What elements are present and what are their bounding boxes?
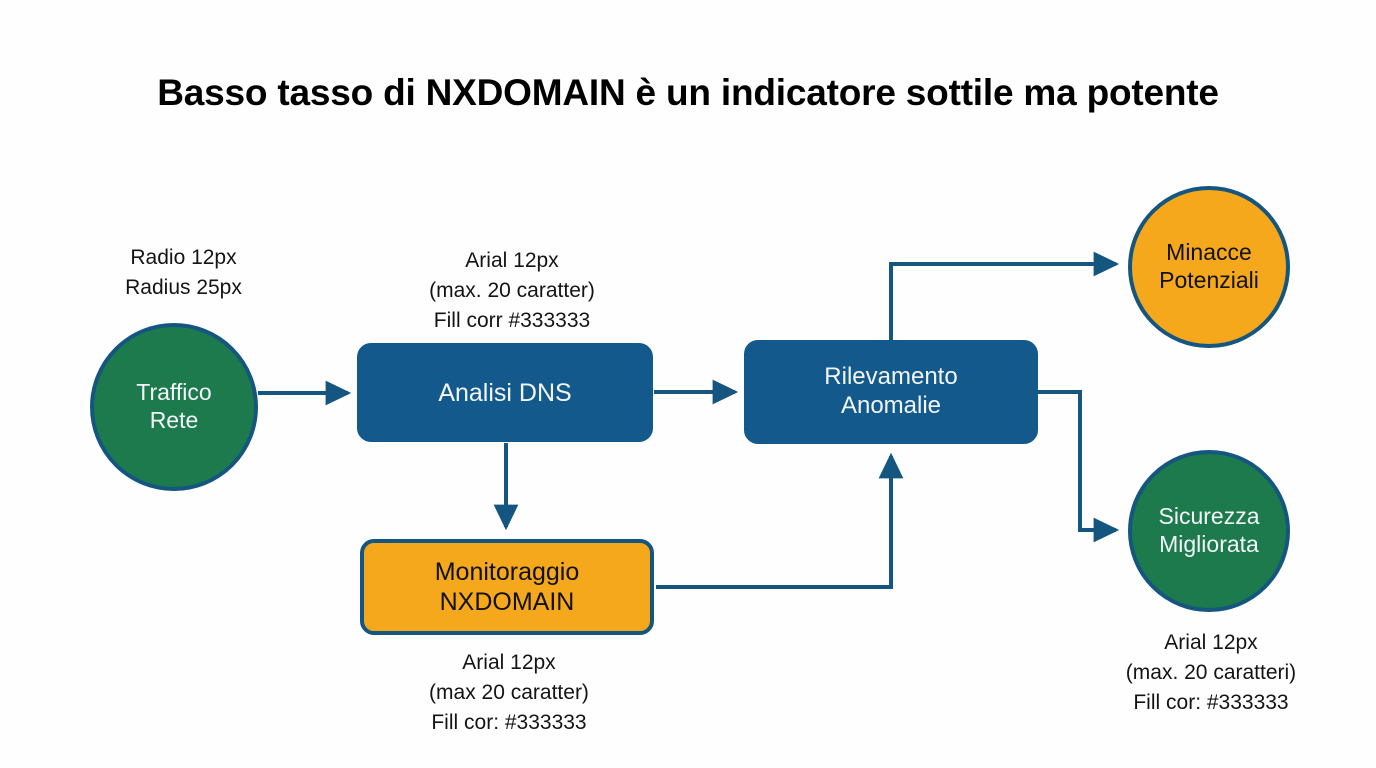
edge-monitoraggio-to-rilevamento <box>656 452 904 589</box>
node-monitoraggio-nxdomain[interactable]: Monitoraggio NXDOMAIN <box>360 539 654 635</box>
page-title: Basso tasso di NXDOMAIN è un indicatore … <box>157 72 1219 113</box>
node-analisi-dns-label: Analisi DNS <box>438 378 572 407</box>
edge-rilevamento-to-minacce <box>889 251 1120 340</box>
node-rilevamento-anomalie[interactable]: Rilevamento Anomalie <box>744 340 1038 444</box>
annotation-sicurezza-migliorata: Arial 12px (max. 20 caratteri) Fill cor:… <box>1125 631 1297 714</box>
annotation-traffico-rete: Radio 12px Radius 25px <box>125 246 242 299</box>
node-traffico-rete[interactable]: Traffico Rete <box>90 323 258 491</box>
node-sicurezza-migliorata-label: Sicurezza Migliorata <box>1158 503 1260 557</box>
node-analisi-dns[interactable]: Analisi DNS <box>357 343 653 442</box>
node-traffico-rete-label: Traffico Rete <box>136 379 212 433</box>
node-rilevamento-anomalie-label: Rilevamento Anomalie <box>824 363 958 419</box>
edge-rilevamento-to-sicurezza <box>1038 390 1120 543</box>
node-minacce-potenziali[interactable]: Minacce Potenziali <box>1128 186 1290 348</box>
node-minacce-potenziali-label: Minacce Potenziali <box>1159 239 1259 293</box>
annotation-analisi-dns: Arial 12px (max. 20 caratter) Fill corr … <box>429 249 595 332</box>
node-monitoraggio-nxdomain-label: Monitoraggio NXDOMAIN <box>434 558 580 616</box>
node-sicurezza-migliorata[interactable]: Sicurezza Migliorata <box>1128 450 1290 612</box>
annotation-monitoraggio-nxdomain: Arial 12px (max 20 caratter) Fill cor: #… <box>429 651 589 734</box>
